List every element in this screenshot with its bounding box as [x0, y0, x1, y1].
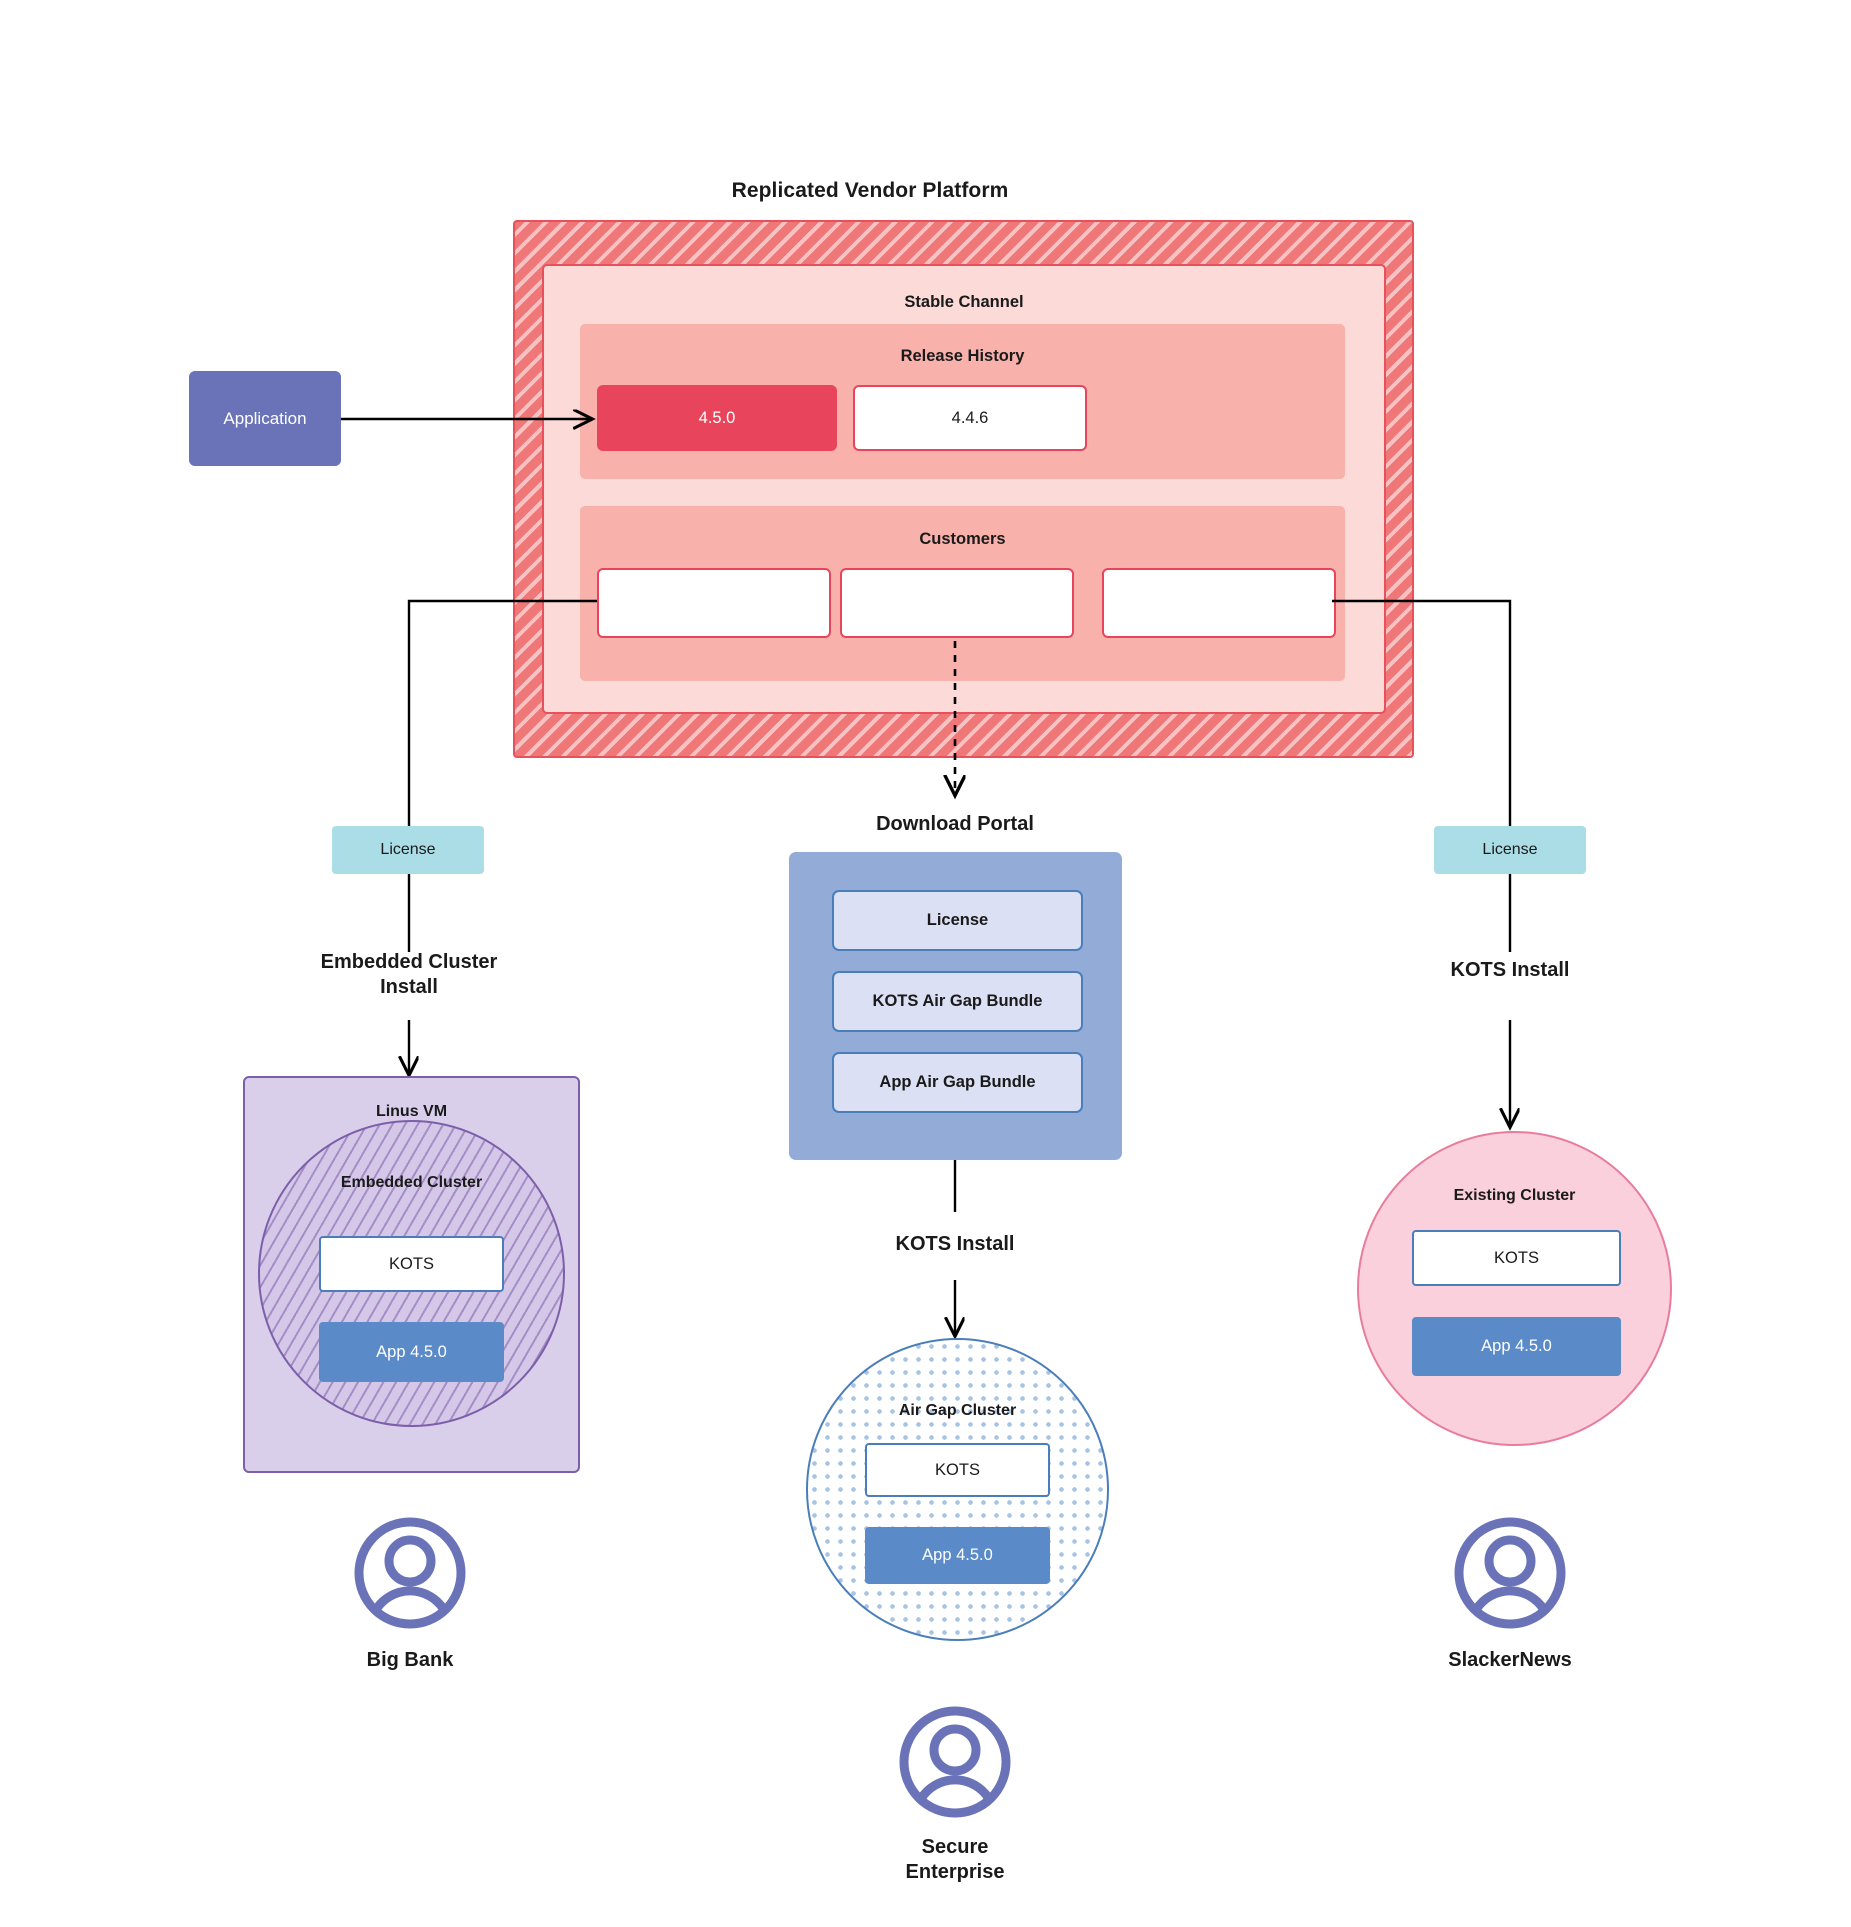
license-box-right[interactable]: License	[1434, 826, 1586, 874]
release-history-title: Release History	[900, 347, 1025, 365]
user-avatar-icon-slackernews	[1454, 1517, 1566, 1629]
application-box[interactable]: Application	[189, 371, 341, 466]
customers-title: Customers	[919, 530, 1006, 548]
flow-label-kots-install-middle: KOTS Install	[895, 1233, 1015, 1255]
portal-item-kots-air-gap-bundle[interactable]: KOTS Air Gap Bundle	[832, 971, 1083, 1032]
customer-chip-big-bank[interactable]	[597, 568, 831, 638]
release-chip-current[interactable]: 4.5.0	[597, 385, 837, 451]
air-gap-cluster-title: Air Gap Cluster	[898, 1402, 1017, 1419]
flow-label-kots-install-right: KOTS Install	[1450, 959, 1570, 981]
linux-vm-title: Linus VM	[375, 1103, 448, 1120]
download-portal-title: Download Portal	[876, 813, 1034, 835]
customer-chip-slackernews[interactable]	[1102, 568, 1336, 638]
page-title: Replicated Vendor Platform	[731, 179, 1009, 202]
embedded-cluster-title: Embedded Cluster	[340, 1174, 483, 1191]
app-version-box-middle[interactable]: App 4.5.0	[865, 1527, 1050, 1584]
license-box-left[interactable]: License	[332, 826, 484, 874]
persona-label-slackernews: SlackerNews	[1448, 1649, 1572, 1671]
user-avatar-icon-big-bank	[354, 1517, 466, 1629]
persona-label-secure-enterprise: Secure Enterprise	[905, 1836, 1005, 1883]
kots-box-middle[interactable]: KOTS	[865, 1443, 1050, 1497]
existing-cluster-title: Existing Cluster	[1453, 1187, 1576, 1204]
persona-label-big-bank: Big Bank	[366, 1649, 454, 1671]
user-avatar-icon-secure-enterprise	[899, 1706, 1011, 1818]
existing-cluster-circle: Existing Cluster	[1357, 1131, 1672, 1446]
release-chip-previous[interactable]: 4.4.6	[853, 385, 1087, 451]
portal-item-license[interactable]: License	[832, 890, 1083, 951]
app-version-box-left[interactable]: App 4.5.0	[319, 1322, 504, 1382]
app-version-box-right[interactable]: App 4.5.0	[1412, 1317, 1621, 1376]
customer-chip-secure-enterprise[interactable]	[840, 568, 1074, 638]
portal-item-app-air-gap-bundle[interactable]: App Air Gap Bundle	[832, 1052, 1083, 1113]
flow-label-embedded-cluster-install: Embedded Cluster Install	[320, 951, 498, 998]
kots-box-left[interactable]: KOTS	[319, 1236, 504, 1292]
kots-box-right[interactable]: KOTS	[1412, 1230, 1621, 1286]
stable-channel-title: Stable Channel	[904, 293, 1024, 311]
